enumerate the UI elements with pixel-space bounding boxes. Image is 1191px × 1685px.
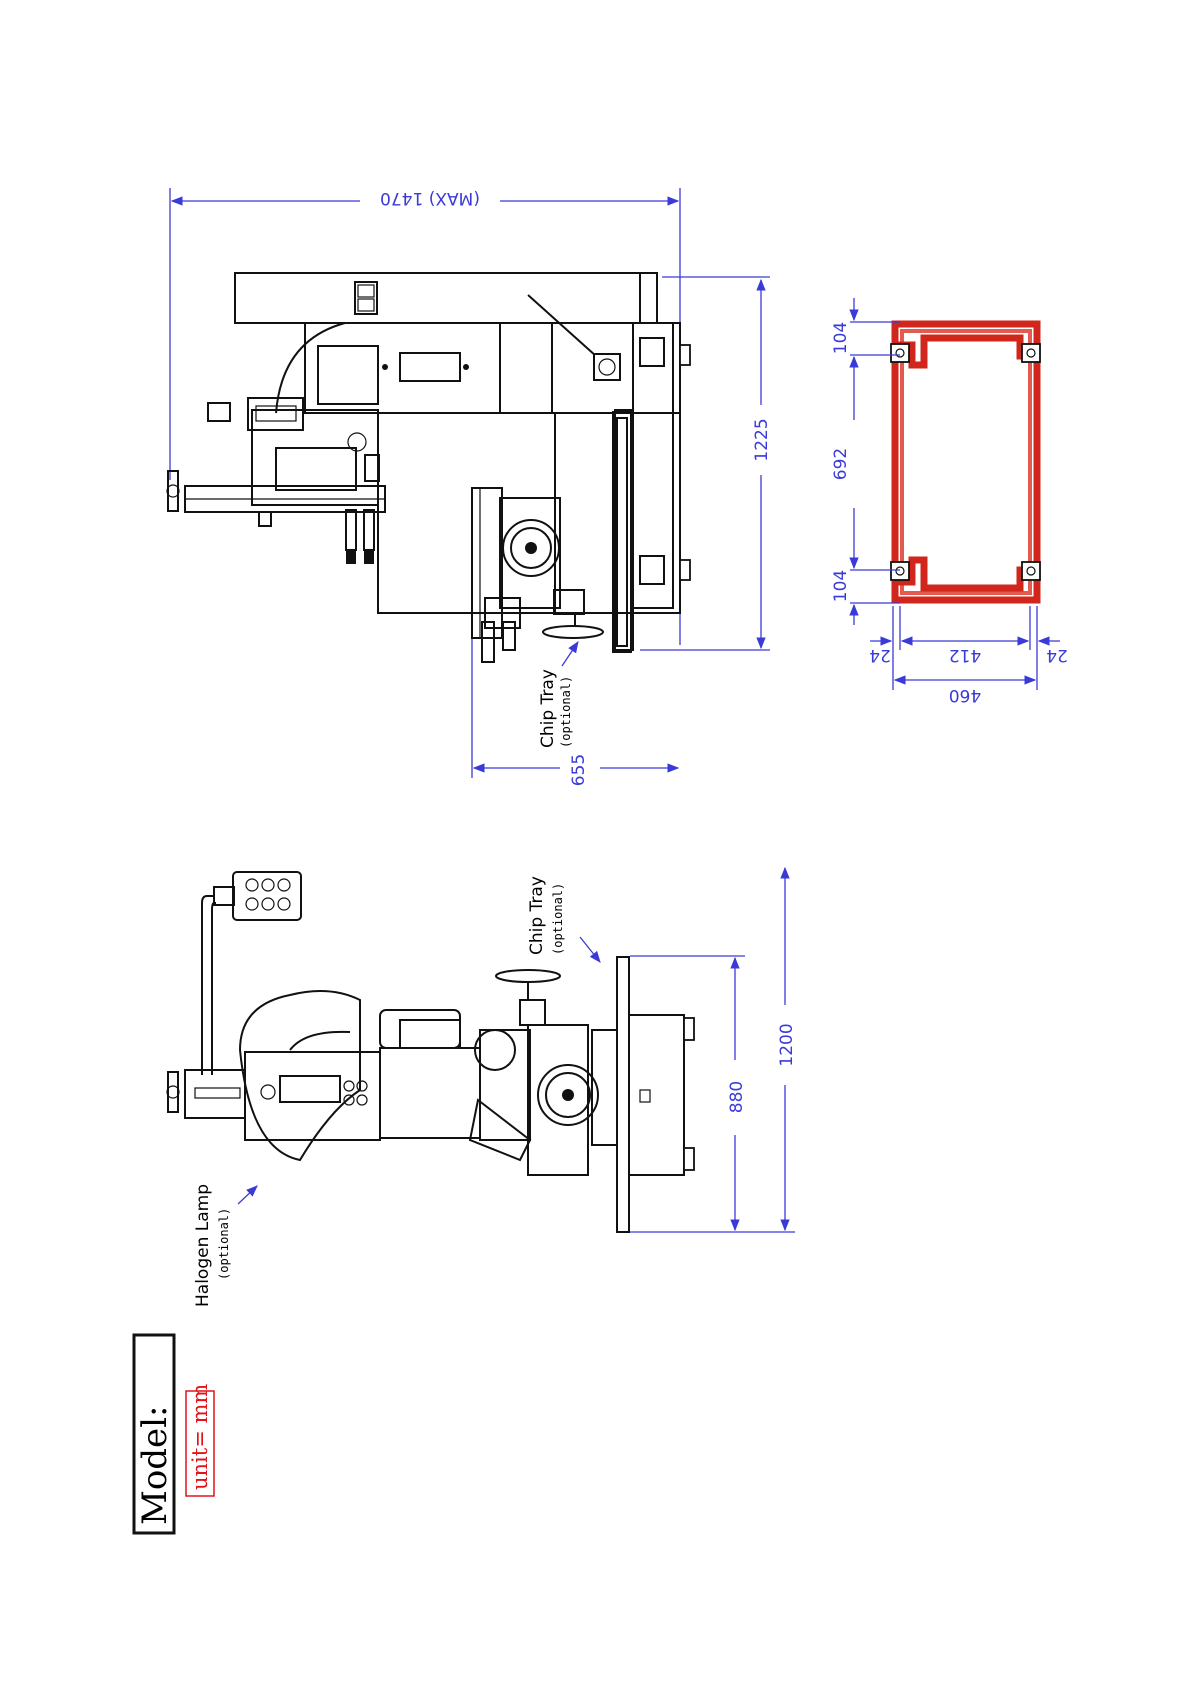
- overall-length-label: (MAX) 1470: [380, 188, 480, 208]
- chip-tray-note: (optional): [559, 676, 573, 748]
- height-dimension: 1225: [640, 277, 772, 650]
- edge-left-label: 24: [869, 645, 891, 665]
- halogen-lamp-label: Halogen Lamp: [193, 1184, 213, 1307]
- front-chip-tray-note: (optional): [551, 883, 565, 955]
- inner-width-label: 412: [949, 645, 981, 665]
- halogen-lamp: [202, 872, 301, 1075]
- front-view-drawing: 880 1200 Chip Tray (optional) Halogen La…: [167, 868, 797, 1307]
- base-vertical-dimensions: 104 692 104: [831, 298, 900, 625]
- depth-label: 655: [569, 754, 589, 786]
- model-label: Model:: [135, 1406, 175, 1526]
- side-view-drawing: (MAX) 1470 1225 655: [167, 188, 772, 786]
- front-height-label: 1200: [777, 1023, 797, 1066]
- front-view-dimensions: 880 1200: [630, 868, 797, 1232]
- overall-length-dimension: (MAX) 1470: [170, 188, 680, 645]
- base-horizontal-dimensions: 24 412 24 460: [869, 606, 1068, 705]
- halogen-lamp-note: (optional): [217, 1208, 231, 1280]
- halogen-lamp-annotation: Halogen Lamp (optional): [193, 1184, 257, 1307]
- front-chip-tray-label: Chip Tray: [527, 876, 547, 955]
- table-width-label: 880: [727, 1081, 747, 1113]
- base-plan-drawing: 104 692 104 24 412 24 460: [831, 298, 1068, 705]
- foot-spacing-label: 692: [831, 448, 851, 480]
- overall-width-label: 460: [949, 685, 981, 705]
- foot-offset-top-label: 104: [831, 322, 851, 354]
- chip-tray-annotation: Chip Tray (optional): [538, 642, 578, 748]
- foot-offset-bottom-label: 104: [831, 570, 851, 602]
- title-block: Model: unit= mm: [134, 1335, 214, 1533]
- machine-body: [167, 273, 690, 662]
- edge-right-label: 24: [1046, 645, 1068, 665]
- front-chip-tray-annotation: Chip Tray (optional): [527, 876, 600, 962]
- chip-tray-label: Chip Tray: [538, 669, 558, 748]
- height-label: 1225: [752, 418, 772, 461]
- base-mount-hole: [891, 344, 1040, 580]
- unit-label: unit= mm: [188, 1384, 212, 1490]
